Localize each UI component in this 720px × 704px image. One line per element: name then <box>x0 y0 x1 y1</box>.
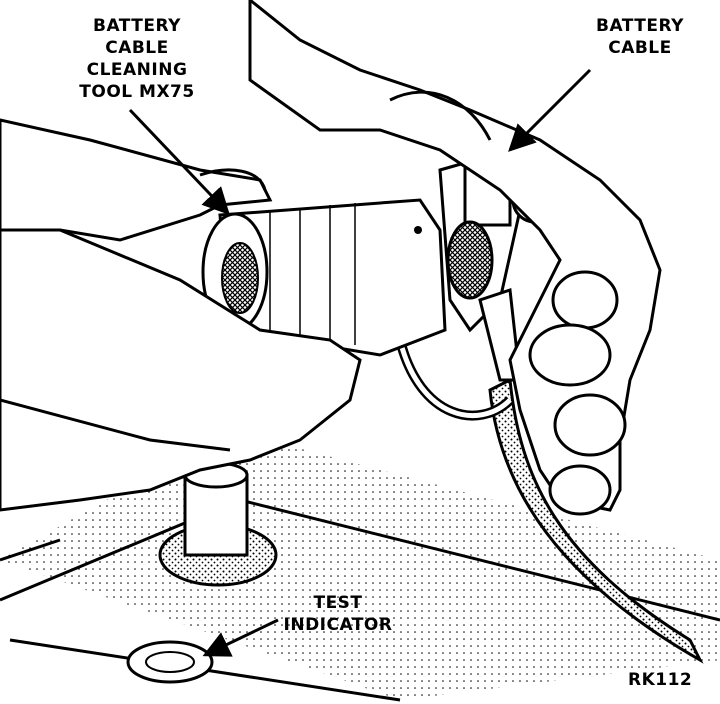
label-line: BATTERY <box>93 16 181 36</box>
label-line: TOOL MX75 <box>79 82 195 102</box>
label-line: INDICATOR <box>283 615 393 635</box>
arrow-test-indicator <box>202 618 279 657</box>
label-line: CABLE <box>105 38 169 58</box>
leader-arrows <box>128 68 592 657</box>
battery-cable-drawing <box>395 338 704 664</box>
test-indicator <box>126 640 214 684</box>
label-line: BATTERY <box>596 16 684 36</box>
label-line: CLEANING <box>86 60 188 80</box>
figure-code: RK112 <box>628 670 693 690</box>
label-line: TEST <box>313 593 363 613</box>
cleaning-tool <box>201 198 447 357</box>
right-hand <box>248 0 662 516</box>
arrow-cleaning-tool <box>128 108 230 215</box>
label-line: CABLE <box>608 38 672 58</box>
label-cleaning-tool: BATTERY CABLE CLEANING TOOL MX75 <box>62 15 212 103</box>
label-test-indicator: TEST INDICATOR <box>268 592 408 636</box>
label-battery-cable: BATTERY CABLE <box>580 15 700 59</box>
arrow-battery-cable <box>508 68 592 152</box>
